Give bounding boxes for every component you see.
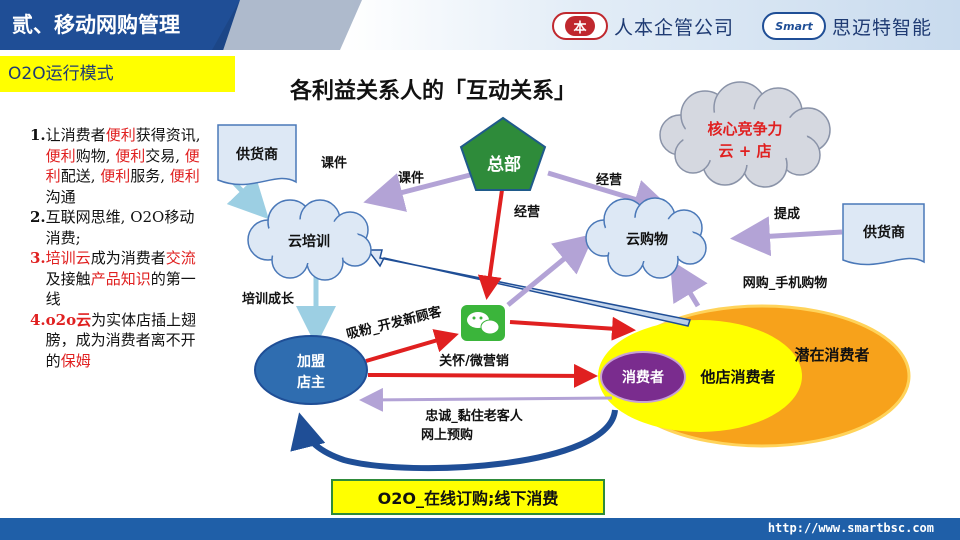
key-point-segment: 购物, <box>75 146 116 165</box>
o2o-caption: O2O_在线订购;线下消费 <box>331 479 605 515</box>
other-consumer-ellipse <box>598 320 802 432</box>
other-consumer-label: 他店消费者 <box>699 368 775 386</box>
consumer-ellipse <box>600 351 686 403</box>
shopping-cloud <box>585 197 707 279</box>
key-point-segment: 及接触 <box>45 269 91 288</box>
renben-logo-mark: 本 <box>565 16 595 36</box>
key-point-text: o2o云为实体店插上翅膀，成为消费者离不开的保姆 <box>46 310 205 372</box>
key-point-segment: 交易, <box>145 146 185 165</box>
franchise-to-consumer-edge <box>367 363 598 388</box>
footer-bar <box>0 518 960 540</box>
key-point-segment: 服务, <box>130 167 170 185</box>
title-shadow <box>212 0 362 50</box>
key-point-segment: 配送, <box>60 167 101 185</box>
shopping-cloud-label: 云购物 <box>626 231 668 248</box>
key-point-segment: 沟通 <box>45 187 76 206</box>
brand-smart: Smart 思迈特智能 <box>762 10 932 42</box>
key-point-segment: 培训云 <box>45 249 91 267</box>
hq-label: 总部 <box>487 154 521 175</box>
key-point-segment: 获得资讯, <box>135 126 201 144</box>
key-point-number: 4. <box>30 310 46 329</box>
key-point-segment: o2o云 <box>45 310 92 329</box>
key-points-list: 1.让消费者便利获得资讯, 便利购物, 便利交易, 便利配送, 便利服务, 便利… <box>30 125 205 371</box>
supplier-right-label: 供货商 <box>862 224 905 241</box>
main-title: 各利益关系人的「互动关系」 <box>290 79 577 104</box>
key-point-segment: 便利 <box>45 146 200 186</box>
key-point-segment: 让消费者 <box>45 126 106 144</box>
subtitle: O2O运行模式 <box>0 56 235 92</box>
consumer-to-franchise-edge <box>359 387 613 412</box>
key-point-text: 互联网思维, O2O移动消费; <box>46 207 205 248</box>
hq-to-wechat-edge <box>477 189 504 300</box>
key-point-2: 2.互联网思维, O2O移动消费; <box>30 207 205 248</box>
edge-label-care-marketing: 关怀/微营销 <box>439 353 509 369</box>
wechat-to-shopping-edge <box>506 233 595 307</box>
key-point-number: 2. <box>30 208 46 226</box>
smart-name: 思迈特智能 <box>832 16 933 39</box>
key-point-segment: 便利 <box>45 146 76 165</box>
hq-pentagon <box>459 116 547 191</box>
key-point-3: 3.培训云成为消费者交流及接触产品知识的第一线 <box>30 248 205 310</box>
wechat-to-consumer-edge <box>509 316 636 341</box>
supplier-left-doc <box>217 124 297 186</box>
edge-label-loyalty1: 忠诚_黏住老客人 <box>425 408 524 424</box>
edge-label-commission: 提成 <box>774 206 800 222</box>
key-point-segment: 便利 <box>100 167 131 185</box>
supplier-right-doc <box>842 203 925 266</box>
key-point-segment: 便利 <box>105 126 136 144</box>
consumer-label: 消费者 <box>622 369 664 386</box>
footer-url[interactable]: http://www.smartbsc.com <box>767 521 934 535</box>
key-point-number: 3. <box>30 249 46 267</box>
franchise-line1: 加盟 <box>296 354 325 370</box>
core-competence-line1: 核心竞争力 <box>707 120 782 138</box>
key-point-segment: 成为消费者 <box>90 249 166 267</box>
franchise-to-wechat-edge <box>365 329 459 363</box>
potential-consumer-label: 潜在消费者 <box>794 346 869 364</box>
edge-label-online-shopping: 网购_手机购物 <box>743 275 828 291</box>
section-title: 贰、移动网购管理 <box>0 0 240 50</box>
key-point-4: 4.o2o云为实体店插上翅膀，成为消费者离不开的保姆 <box>30 310 205 372</box>
key-point-segment: 便利 <box>169 167 200 185</box>
key-point-segment: 交流 <box>165 249 196 267</box>
key-point-segment: 产品知识 <box>90 269 151 288</box>
franchise-line2: 店主 <box>297 374 325 391</box>
edge-label-courseware1: 课件 <box>321 155 347 171</box>
edge-label-training-growth: 培训成长 <box>242 291 295 307</box>
edge-label-operate1: 经营 <box>514 204 540 220</box>
training-cloud-label: 云培训 <box>288 233 330 250</box>
key-point-text: 让消费者便利获得资讯, 便利购物, 便利交易, 便利配送, 便利服务, 便利沟通 <box>46 125 205 207</box>
wechat-icon <box>461 305 505 341</box>
key-point-segment: 保姆 <box>60 351 91 370</box>
core-competence-cloud <box>659 81 831 188</box>
supplier-to-shopping-edge <box>730 216 843 257</box>
edge-label-loyalty2: 网上预购 <box>421 427 473 443</box>
franchise-ellipse <box>254 335 368 405</box>
renben-logo: 本 <box>552 12 608 40</box>
consumer-to-shopping-edge <box>669 259 708 308</box>
key-point-segment: 为实体店插上翅膀，成为消费者离不开的 <box>45 310 197 370</box>
edge-label-courseware2: 课件 <box>398 170 424 186</box>
supplier-left-label: 供货商 <box>235 146 278 163</box>
o2o-return-arrow <box>290 409 618 472</box>
edge-label-operate2: 经营 <box>596 172 622 188</box>
key-point-segment: 便利 <box>115 146 146 165</box>
renben-name: 人本企管公司 <box>614 16 735 39</box>
training-cloud <box>247 199 372 281</box>
hq-to-training-edge <box>363 172 471 212</box>
key-point-1: 1.让消费者便利获得资讯, 便利购物, 便利交易, 便利配送, 便利服务, 便利… <box>30 125 205 207</box>
key-point-segment: 互联网思维, O2O移动消费; <box>45 208 195 247</box>
key-point-number: 1. <box>30 126 46 144</box>
core-competence-line2: 云 + 店 <box>718 142 771 160</box>
key-point-text: 培训云成为消费者交流及接触产品知识的第一线 <box>46 248 205 310</box>
edge-label-attract-fans: 吸粉_开发新顾客 <box>345 303 444 342</box>
brand-renben: 本 人本企管公司 <box>552 10 734 42</box>
smart-logo: Smart <box>762 12 826 40</box>
key-point-segment: 的第一线 <box>45 269 196 309</box>
